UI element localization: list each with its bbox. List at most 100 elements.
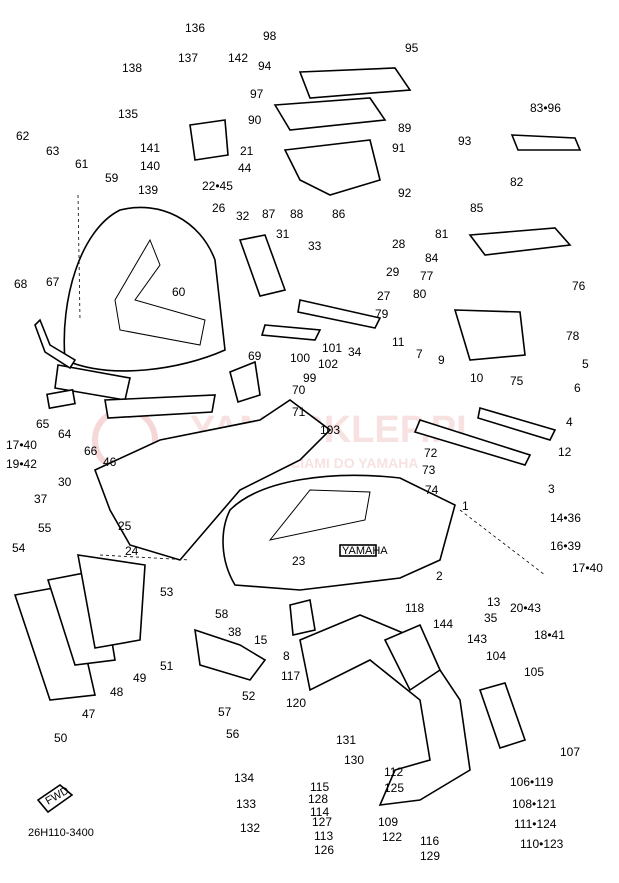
callout-111-124: 111•124 bbox=[514, 817, 557, 831]
callout-12: 12 bbox=[558, 445, 572, 459]
callout-23: 23 bbox=[292, 554, 306, 568]
callout-52: 52 bbox=[242, 689, 256, 703]
callout-81: 81 bbox=[435, 227, 449, 241]
callout-13-35: 13 bbox=[487, 595, 501, 609]
callout-62: 62 bbox=[16, 129, 30, 143]
callout-144: 144 bbox=[433, 617, 453, 631]
callout-122: 122 bbox=[382, 830, 402, 844]
callout-129: 129 bbox=[420, 849, 440, 863]
callout-134: 134 bbox=[234, 771, 254, 785]
inner-fairing bbox=[93, 399, 332, 561]
callout-130: 130 bbox=[344, 753, 364, 767]
callout-26: 26 bbox=[212, 201, 226, 215]
callout-65: 65 bbox=[36, 417, 50, 431]
callout-47: 47 bbox=[82, 707, 96, 721]
bracket-67 bbox=[34, 318, 77, 370]
pad-8 bbox=[289, 599, 316, 636]
callout-118: 118 bbox=[405, 601, 424, 615]
callout-29: 29 bbox=[386, 265, 400, 279]
callout-53: 53 bbox=[160, 585, 174, 599]
fairing-side-23 bbox=[222, 474, 456, 591]
callout-116: 116 bbox=[420, 834, 439, 848]
callout-20-43: 20•43 bbox=[510, 601, 541, 615]
callout-7: 7 bbox=[416, 347, 423, 361]
callout-91: 91 bbox=[392, 141, 406, 155]
callout-73: 73 bbox=[422, 463, 436, 477]
callout-142: 142 bbox=[228, 51, 248, 65]
callout-61: 61 bbox=[75, 157, 89, 171]
callout-76: 76 bbox=[572, 279, 586, 293]
callout-22-45: 22•45 bbox=[202, 179, 233, 193]
callout-19-42: 19•42 bbox=[6, 457, 37, 471]
callout-131: 131 bbox=[336, 733, 356, 747]
callout-87: 87 bbox=[262, 207, 276, 221]
callout-48: 48 bbox=[110, 685, 124, 699]
bracket-32 bbox=[238, 234, 287, 297]
callout-3: 3 bbox=[548, 482, 555, 496]
callout-60: 60 bbox=[172, 285, 186, 299]
callout-93: 93 bbox=[458, 134, 472, 148]
callout-106-119: 106•119 bbox=[510, 775, 554, 789]
callout-56: 56 bbox=[226, 727, 240, 741]
callout-51: 51 bbox=[160, 659, 174, 673]
callout-101: 101 bbox=[322, 341, 342, 355]
callout-105: 105 bbox=[524, 665, 544, 679]
callout-10: 10 bbox=[470, 371, 484, 385]
callout-95: 95 bbox=[405, 41, 419, 55]
callout-140: 140 bbox=[140, 159, 160, 173]
callout-24: 24 bbox=[125, 544, 139, 558]
callout-138: 138 bbox=[122, 61, 142, 75]
callout-59: 59 bbox=[105, 171, 119, 185]
callout-102: 102 bbox=[318, 357, 338, 371]
callout-108-121: 108•121 bbox=[512, 797, 557, 811]
callout-110-123: 110•123 bbox=[520, 837, 564, 851]
callout-74: 74 bbox=[425, 483, 439, 497]
callout-117: 117 bbox=[281, 669, 300, 683]
callout-31: 31 bbox=[276, 227, 290, 241]
garnish-66 bbox=[104, 394, 216, 419]
callout-136: 136 bbox=[185, 21, 205, 35]
callout-132: 132 bbox=[240, 821, 260, 835]
callout-80: 80 bbox=[413, 287, 427, 301]
callout-107: 107 bbox=[560, 745, 580, 759]
callout-109: 109 bbox=[378, 815, 398, 829]
callout-4: 4 bbox=[566, 415, 573, 429]
callout-82: 82 bbox=[510, 175, 524, 189]
callout-115: 115 bbox=[310, 780, 329, 794]
callout-5: 5 bbox=[582, 357, 589, 371]
callout-44: 44 bbox=[238, 161, 252, 175]
bracket-52 bbox=[194, 628, 267, 681]
callout-89: 89 bbox=[398, 121, 412, 135]
callout-14-36: 14•36 bbox=[550, 511, 581, 525]
callout-77: 77 bbox=[420, 269, 434, 283]
callout-133: 133 bbox=[236, 797, 256, 811]
callout-126: 126 bbox=[314, 843, 334, 857]
yamaha-plate bbox=[339, 544, 377, 557]
stay-34 bbox=[297, 299, 382, 329]
callout-25: 25 bbox=[118, 519, 132, 533]
callout-54: 54 bbox=[12, 541, 26, 555]
bracket-144 bbox=[383, 623, 442, 692]
callout-71: 71 bbox=[292, 405, 306, 419]
callout-37: 37 bbox=[34, 492, 48, 506]
callout-127: 127 bbox=[312, 815, 332, 829]
reservoir-135 bbox=[189, 119, 229, 161]
rail-3 bbox=[413, 419, 532, 466]
callout-30: 30 bbox=[58, 475, 72, 489]
alignment-line-2 bbox=[459, 509, 546, 576]
callout-64: 64 bbox=[58, 427, 72, 441]
callout-112: 112 bbox=[384, 765, 403, 779]
callout-58: 58 bbox=[215, 607, 229, 621]
callout-34: 34 bbox=[348, 345, 362, 359]
callout-15: 15 bbox=[254, 633, 268, 647]
callout-6: 6 bbox=[574, 381, 581, 395]
callout-68: 68 bbox=[14, 277, 28, 291]
callout-1: 1 bbox=[462, 499, 469, 513]
callout-94: 94 bbox=[258, 59, 272, 73]
plate-83-96 bbox=[510, 134, 582, 151]
callout-125: 125 bbox=[384, 781, 404, 795]
callout-100: 100 bbox=[290, 351, 310, 365]
callout-55: 55 bbox=[38, 521, 52, 535]
storage-box-86 bbox=[283, 139, 381, 196]
callout-98: 98 bbox=[263, 29, 277, 43]
